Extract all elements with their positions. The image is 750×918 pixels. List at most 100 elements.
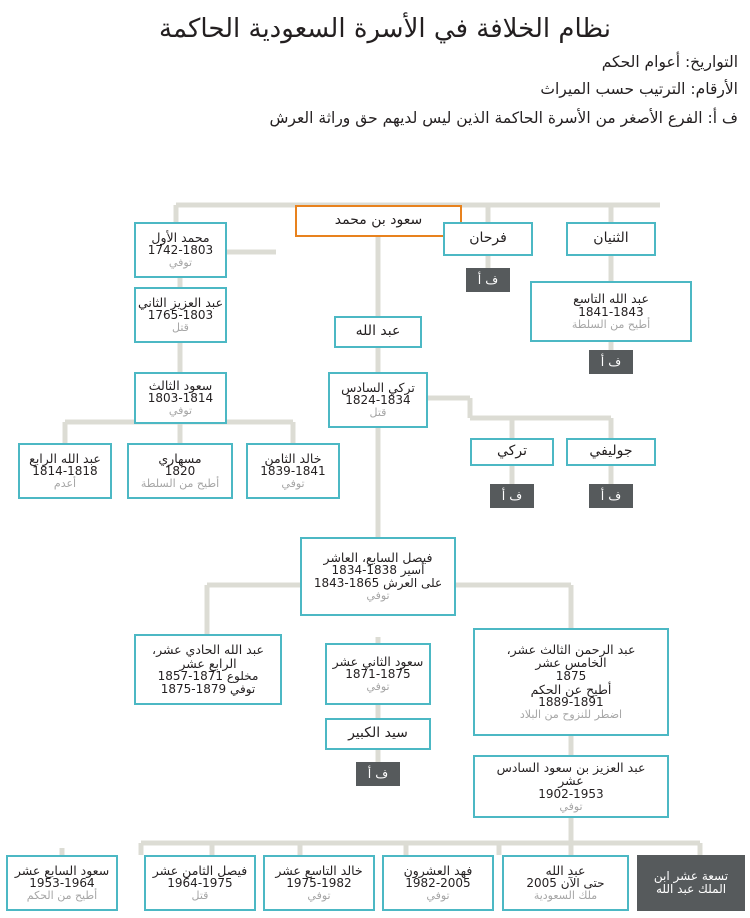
node-faisal-vii-x[interactable]: فيصل السابع، العاشر أسير 1834-1838 على ا… xyxy=(300,537,456,616)
node-name: تركي السادس xyxy=(341,379,415,395)
node-faisal-xviii[interactable]: فيصل الثامن عشر 1964-1975 قتل xyxy=(144,855,256,911)
chip-label: ف أ xyxy=(477,272,499,287)
node-name: عبد العزيز الثاني xyxy=(137,294,224,310)
node-name: عبد الله xyxy=(355,323,401,340)
node-thunayan[interactable]: الثنيان xyxy=(566,222,656,256)
node-status: أطيح من السلطة xyxy=(571,317,651,331)
node-name: عبد العزيز بن سعود السادس xyxy=(496,759,646,775)
node-name: خالد الثامن xyxy=(264,450,322,466)
node-years: 1982-2005 xyxy=(405,876,471,891)
node-name: سعود بن محمد xyxy=(334,212,423,229)
node-status: توفي xyxy=(559,799,583,813)
node-status: قتل xyxy=(172,321,189,335)
node-status: توفي xyxy=(426,889,450,903)
chip-minor-branch-abdullah-ix: ف أ xyxy=(589,350,633,374)
node-line-throne: على العرش 1843-1865 xyxy=(313,576,443,591)
node-fahd-xx[interactable]: فهد العشرون 1982-2005 توفي xyxy=(382,855,494,911)
node-status: توفي xyxy=(281,477,305,491)
node-name: سعود السابع عشر xyxy=(14,862,110,878)
node-khalid-xix[interactable]: خالد التاسع عشر 1975-1982 توفي xyxy=(263,855,375,911)
node-years: 1742-1803 xyxy=(147,243,214,258)
node-line-deposed: مخلوع 1857-1871 xyxy=(157,669,259,684)
node-name-2: الرابع عشر xyxy=(179,655,237,671)
node-turki-vi[interactable]: تركي السادس 1824-1834 قتل xyxy=(328,372,428,428)
node-years: 1803-1814 xyxy=(147,391,214,406)
node-khalid-viii[interactable]: خالد الثامن 1839-1841 توفي xyxy=(246,443,340,499)
node-saud-bin-muhammad[interactable]: سعود بن محمد xyxy=(295,205,462,237)
node-years: 1824-1834 xyxy=(345,393,411,408)
node-abdullah[interactable]: عبد الله xyxy=(334,316,422,348)
header: نظام الخلافة في الأسرة السعودية الحاكمة … xyxy=(0,0,750,127)
node-status: ملك السعودية xyxy=(533,889,598,903)
node-name: تركي xyxy=(497,443,527,460)
node-name: خالد التاسع عشر xyxy=(275,862,363,878)
legend-minor-branch: ف أ: الفرع الأصغر من الأسرة الحاكمة الذي… xyxy=(269,109,738,127)
node-abdullah-current[interactable]: عبد الله 2005 حتى الآن ملك السعودية xyxy=(502,855,629,911)
node-status: توفي xyxy=(168,404,193,418)
node-abdulrahman-xiii-xv[interactable]: عبد الرحمن الثالث عشر، الخامس عشر 1875 أ… xyxy=(473,628,669,736)
node-name: عبد الرحمن الثالث عشر، xyxy=(506,641,636,657)
node-line-captive: أسير 1834-1838 xyxy=(331,563,425,578)
node-saud-xvii[interactable]: سعود السابع عشر 1953-1964 أطيح من الحكم xyxy=(6,855,118,911)
node-years-1: 1875 xyxy=(555,668,587,683)
node-line-died: توفي 1875-1879 xyxy=(160,682,256,696)
node-name: عبد الله الحادي عشر، xyxy=(152,642,264,658)
node-abdulaziz-xvi[interactable]: عبد العزيز بن سعود السادس عشر 1902-1953 … xyxy=(473,755,669,818)
node-abdullah-xi-xiv[interactable]: عبد الله الحادي عشر، الرابع عشر مخلوع 18… xyxy=(134,634,282,705)
node-years: 1814-1818 xyxy=(32,464,98,479)
node-name: جوليفي xyxy=(589,443,633,460)
node-saud-iii[interactable]: سعود الثالث 1803-1814 توفي xyxy=(134,372,227,424)
node-status: قتل xyxy=(191,889,209,903)
node-status: اضطر للنزوح من البلاد xyxy=(519,708,623,722)
node-years: 1839-1841 xyxy=(260,464,326,479)
legend-dates: التواريخ: أعوام الحكم xyxy=(601,53,738,71)
node-status: توفي xyxy=(366,680,390,694)
node-saud-xii[interactable]: سعود الثاني عشر 1871-1875 توفي xyxy=(325,643,431,705)
chip-minor-branch-julaifi: ف أ xyxy=(589,484,633,508)
node-name: فيصل السابع، العاشر xyxy=(323,549,433,565)
node-name: محمد الأول xyxy=(151,229,210,245)
node-abdulaziz-ii[interactable]: عبد العزيز الثاني 1765-1803 قتل xyxy=(134,287,227,343)
node-name: فهد العشرون xyxy=(403,862,473,878)
node-name-2: الخامس عشر xyxy=(535,655,607,671)
node-abdullah-iv[interactable]: عبد الله الرابع 1814-1818 أعدم xyxy=(18,443,112,499)
node-status: أعدم xyxy=(53,477,77,491)
node-mishari[interactable]: مسهاري 1820 أطيح من السلطة xyxy=(127,443,233,499)
page-title: نظام الخلافة في الأسرة السعودية الحاكمة xyxy=(159,14,611,44)
node-line-deposed: أطيح عن الحكم xyxy=(530,681,612,697)
chip-line-2: الملك عبد الله xyxy=(655,882,727,896)
node-years: 1964-1975 xyxy=(167,876,233,891)
node-name: عبد الله التاسع xyxy=(573,291,649,307)
chip-minor-branch-sayyid: ف أ xyxy=(356,762,400,786)
chip-label: ف أ xyxy=(600,488,622,503)
legend-numbers: الأرقام: الترتيب حسب الميراث xyxy=(540,80,738,98)
node-sayyid-al-kabir[interactable]: سيد الكبير xyxy=(325,718,431,750)
node-years: 2005 حتى الآن xyxy=(526,876,605,891)
node-name: سيد الكبير xyxy=(348,725,408,742)
node-status: قتل xyxy=(369,406,387,420)
node-years: 1953-1964 xyxy=(29,876,95,891)
node-years: 1975-1982 xyxy=(286,876,352,891)
node-status: أطيح من الحكم xyxy=(26,889,98,903)
chip-label: ف أ xyxy=(600,354,622,369)
node-status: توفي xyxy=(307,889,331,903)
node-abdullah-ix[interactable]: عبد الله التاسع 1841-1843 أطيح من السلطة xyxy=(530,281,692,342)
node-name: الثنيان xyxy=(593,230,629,247)
node-years: 1902-1953 xyxy=(538,786,604,801)
node-status: توفي xyxy=(366,589,390,603)
node-name-2: عشر xyxy=(558,773,584,789)
node-name: مسهاري xyxy=(158,450,202,466)
node-name: عبد الله xyxy=(545,862,586,878)
chip-minor-branch-farhan: ف أ xyxy=(466,268,510,292)
node-years: 1841-1843 xyxy=(578,304,644,319)
node-julaifi[interactable]: جوليفي xyxy=(566,438,656,466)
node-name: سعود الثالث xyxy=(148,377,213,393)
node-muhammad-i[interactable]: محمد الأول 1742-1803 توفي xyxy=(134,222,227,278)
chip-minor-branch-turki: ف أ xyxy=(490,484,534,508)
node-name: فرحان xyxy=(469,230,507,247)
node-years: 1765-1803 xyxy=(147,308,214,323)
chip-nineteen-sons: تسعة عشر ابن الملك عبد الله xyxy=(637,855,745,911)
node-farhan[interactable]: فرحان xyxy=(443,222,533,256)
node-years: 1820 xyxy=(164,464,196,479)
node-turki[interactable]: تركي xyxy=(470,438,554,466)
